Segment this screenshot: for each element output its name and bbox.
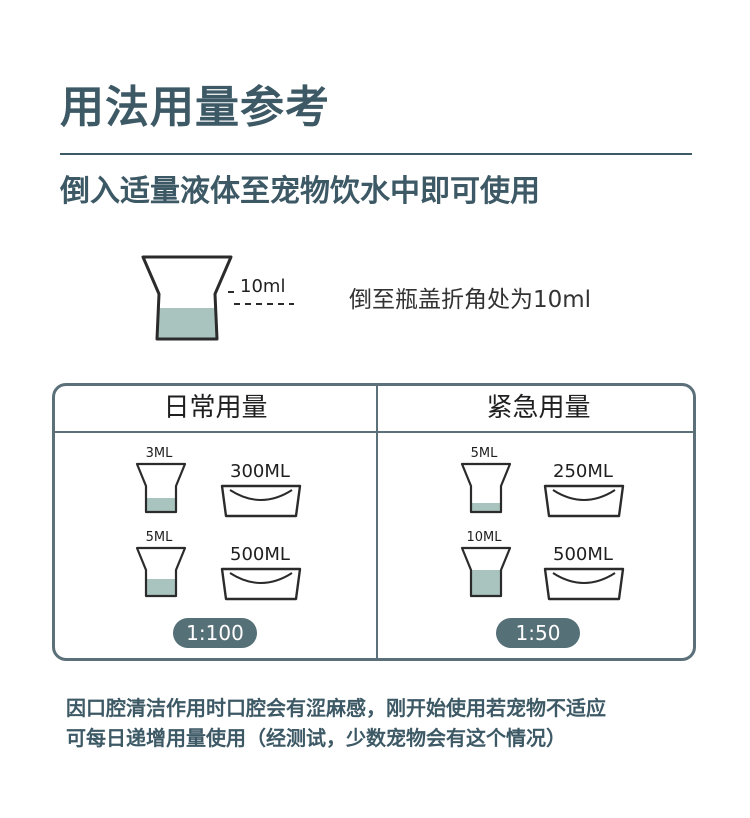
emergency-dosage-header: 紧急用量 — [486, 393, 591, 423]
emergency-row1-bowl-label: 250ML — [553, 461, 613, 482]
water-bowl-icon — [220, 567, 302, 601]
cap-icon — [135, 546, 187, 598]
water-bowl-icon — [543, 567, 625, 601]
usage-note-line2: 可每日递增用量使用（经测试，少数宠物会有这个情况） — [66, 726, 566, 750]
title-divider — [60, 153, 692, 155]
page-subtitle: 倒入适量液体至宠物饮水中即可使用 — [60, 174, 540, 209]
measuring-cap-icon — [141, 255, 294, 341]
cap-mark-label: 10ml — [240, 276, 286, 297]
cap-liquid — [471, 570, 501, 596]
water-bowl-icon — [220, 484, 302, 518]
measuring-cap-liquid — [157, 308, 217, 339]
usage-note-line1: 因口腔清洁作用时口腔会有涩麻感，刚开始使用若宠物不适应 — [66, 696, 606, 720]
daily-row1-cup-label: 3ML — [145, 446, 173, 461]
page-title: 用法用量参考 — [60, 82, 330, 133]
daily-row1-bowl-label: 300ML — [230, 461, 290, 482]
daily-row2-bowl-label: 500ML — [230, 544, 290, 565]
cap-instruction: 倒至瓶盖折角处为10ml — [349, 287, 592, 313]
panel-header-divider — [55, 431, 693, 433]
cap-icon — [460, 546, 512, 598]
cap-icon — [460, 462, 512, 514]
cap-liquid — [146, 498, 176, 512]
daily-row2-cup-label: 5ML — [145, 530, 173, 545]
emergency-row1-cup-label: 5ML — [470, 446, 498, 461]
emergency-row2-cup-label: 10ML — [466, 530, 502, 545]
emergency-ratio-badge: 1:50 — [496, 618, 580, 648]
emergency-row2-bowl-label: 500ML — [553, 544, 613, 565]
cap-liquid — [471, 503, 501, 512]
dosage-panel: 日常用量 紧急用量 3ML 300ML 5ML 500ML 1:100 5ML … — [52, 383, 696, 661]
daily-dosage-header: 日常用量 — [163, 393, 268, 423]
water-bowl-icon — [543, 484, 625, 518]
measuring-cap-outline — [141, 255, 233, 341]
panel-column-divider — [376, 386, 378, 658]
cap-liquid — [146, 579, 176, 596]
daily-ratio-badge: 1:100 — [173, 618, 257, 648]
cap-icon — [135, 462, 187, 514]
